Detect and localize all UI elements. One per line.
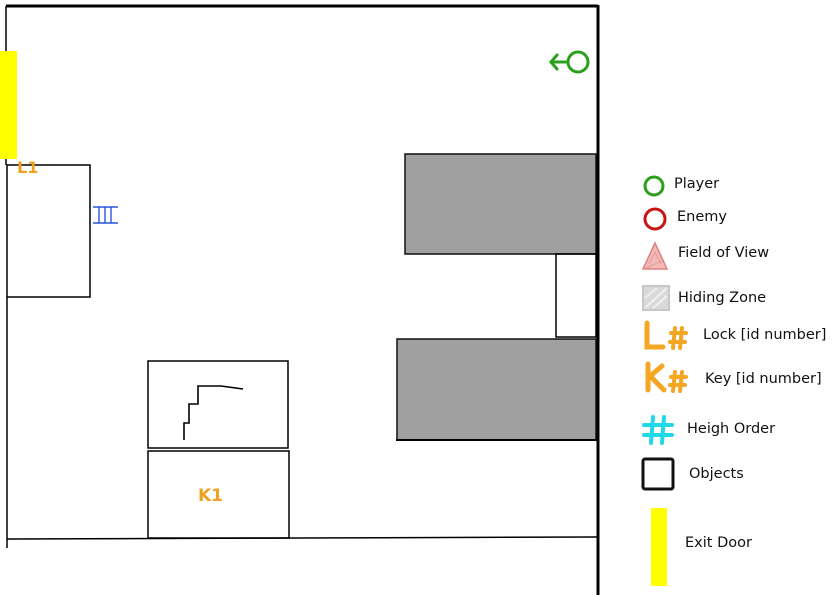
field-of-view-icon <box>641 241 669 270</box>
hiding-zone-icon <box>642 285 670 311</box>
connector-room <box>555 253 597 338</box>
legend-label-key: Key [id number] <box>705 371 822 387</box>
height-order-icon <box>642 415 674 445</box>
gray-object-lower <box>396 338 597 441</box>
legend-label-lock: Lock [id number] <box>703 327 827 343</box>
exit-door <box>0 51 17 159</box>
key-room <box>147 450 290 539</box>
player-circle-icon <box>643 175 665 197</box>
legend-label-hiding-zone: Hiding Zone <box>678 290 767 306</box>
legend-label-heigh-order: Heigh Order <box>687 421 776 437</box>
enemy-circle-icon <box>643 207 667 231</box>
player-start-icon <box>549 50 590 74</box>
lock-icon <box>644 320 688 350</box>
legend-label-exit-door: Exit Door <box>685 535 752 551</box>
key-icon <box>645 361 688 393</box>
stairs-room <box>147 360 289 449</box>
objects-square-icon <box>641 457 675 491</box>
legend-label-objects: Objects <box>689 466 744 482</box>
key-label: K1 <box>198 486 224 506</box>
stairs-icon <box>183 385 221 440</box>
left-room <box>6 164 91 298</box>
bottom-wall <box>6 536 598 540</box>
lock-label: L1 <box>17 158 39 177</box>
gray-object-upper <box>404 153 597 255</box>
exit-door-icon <box>651 508 667 586</box>
ladder-icon <box>93 206 118 224</box>
legend-label-enemy: Enemy <box>677 209 727 225</box>
legend-label-player: Player <box>674 176 720 192</box>
legend-label-field-of-view: Field of View <box>678 245 770 261</box>
stairs-icon <box>220 385 244 390</box>
